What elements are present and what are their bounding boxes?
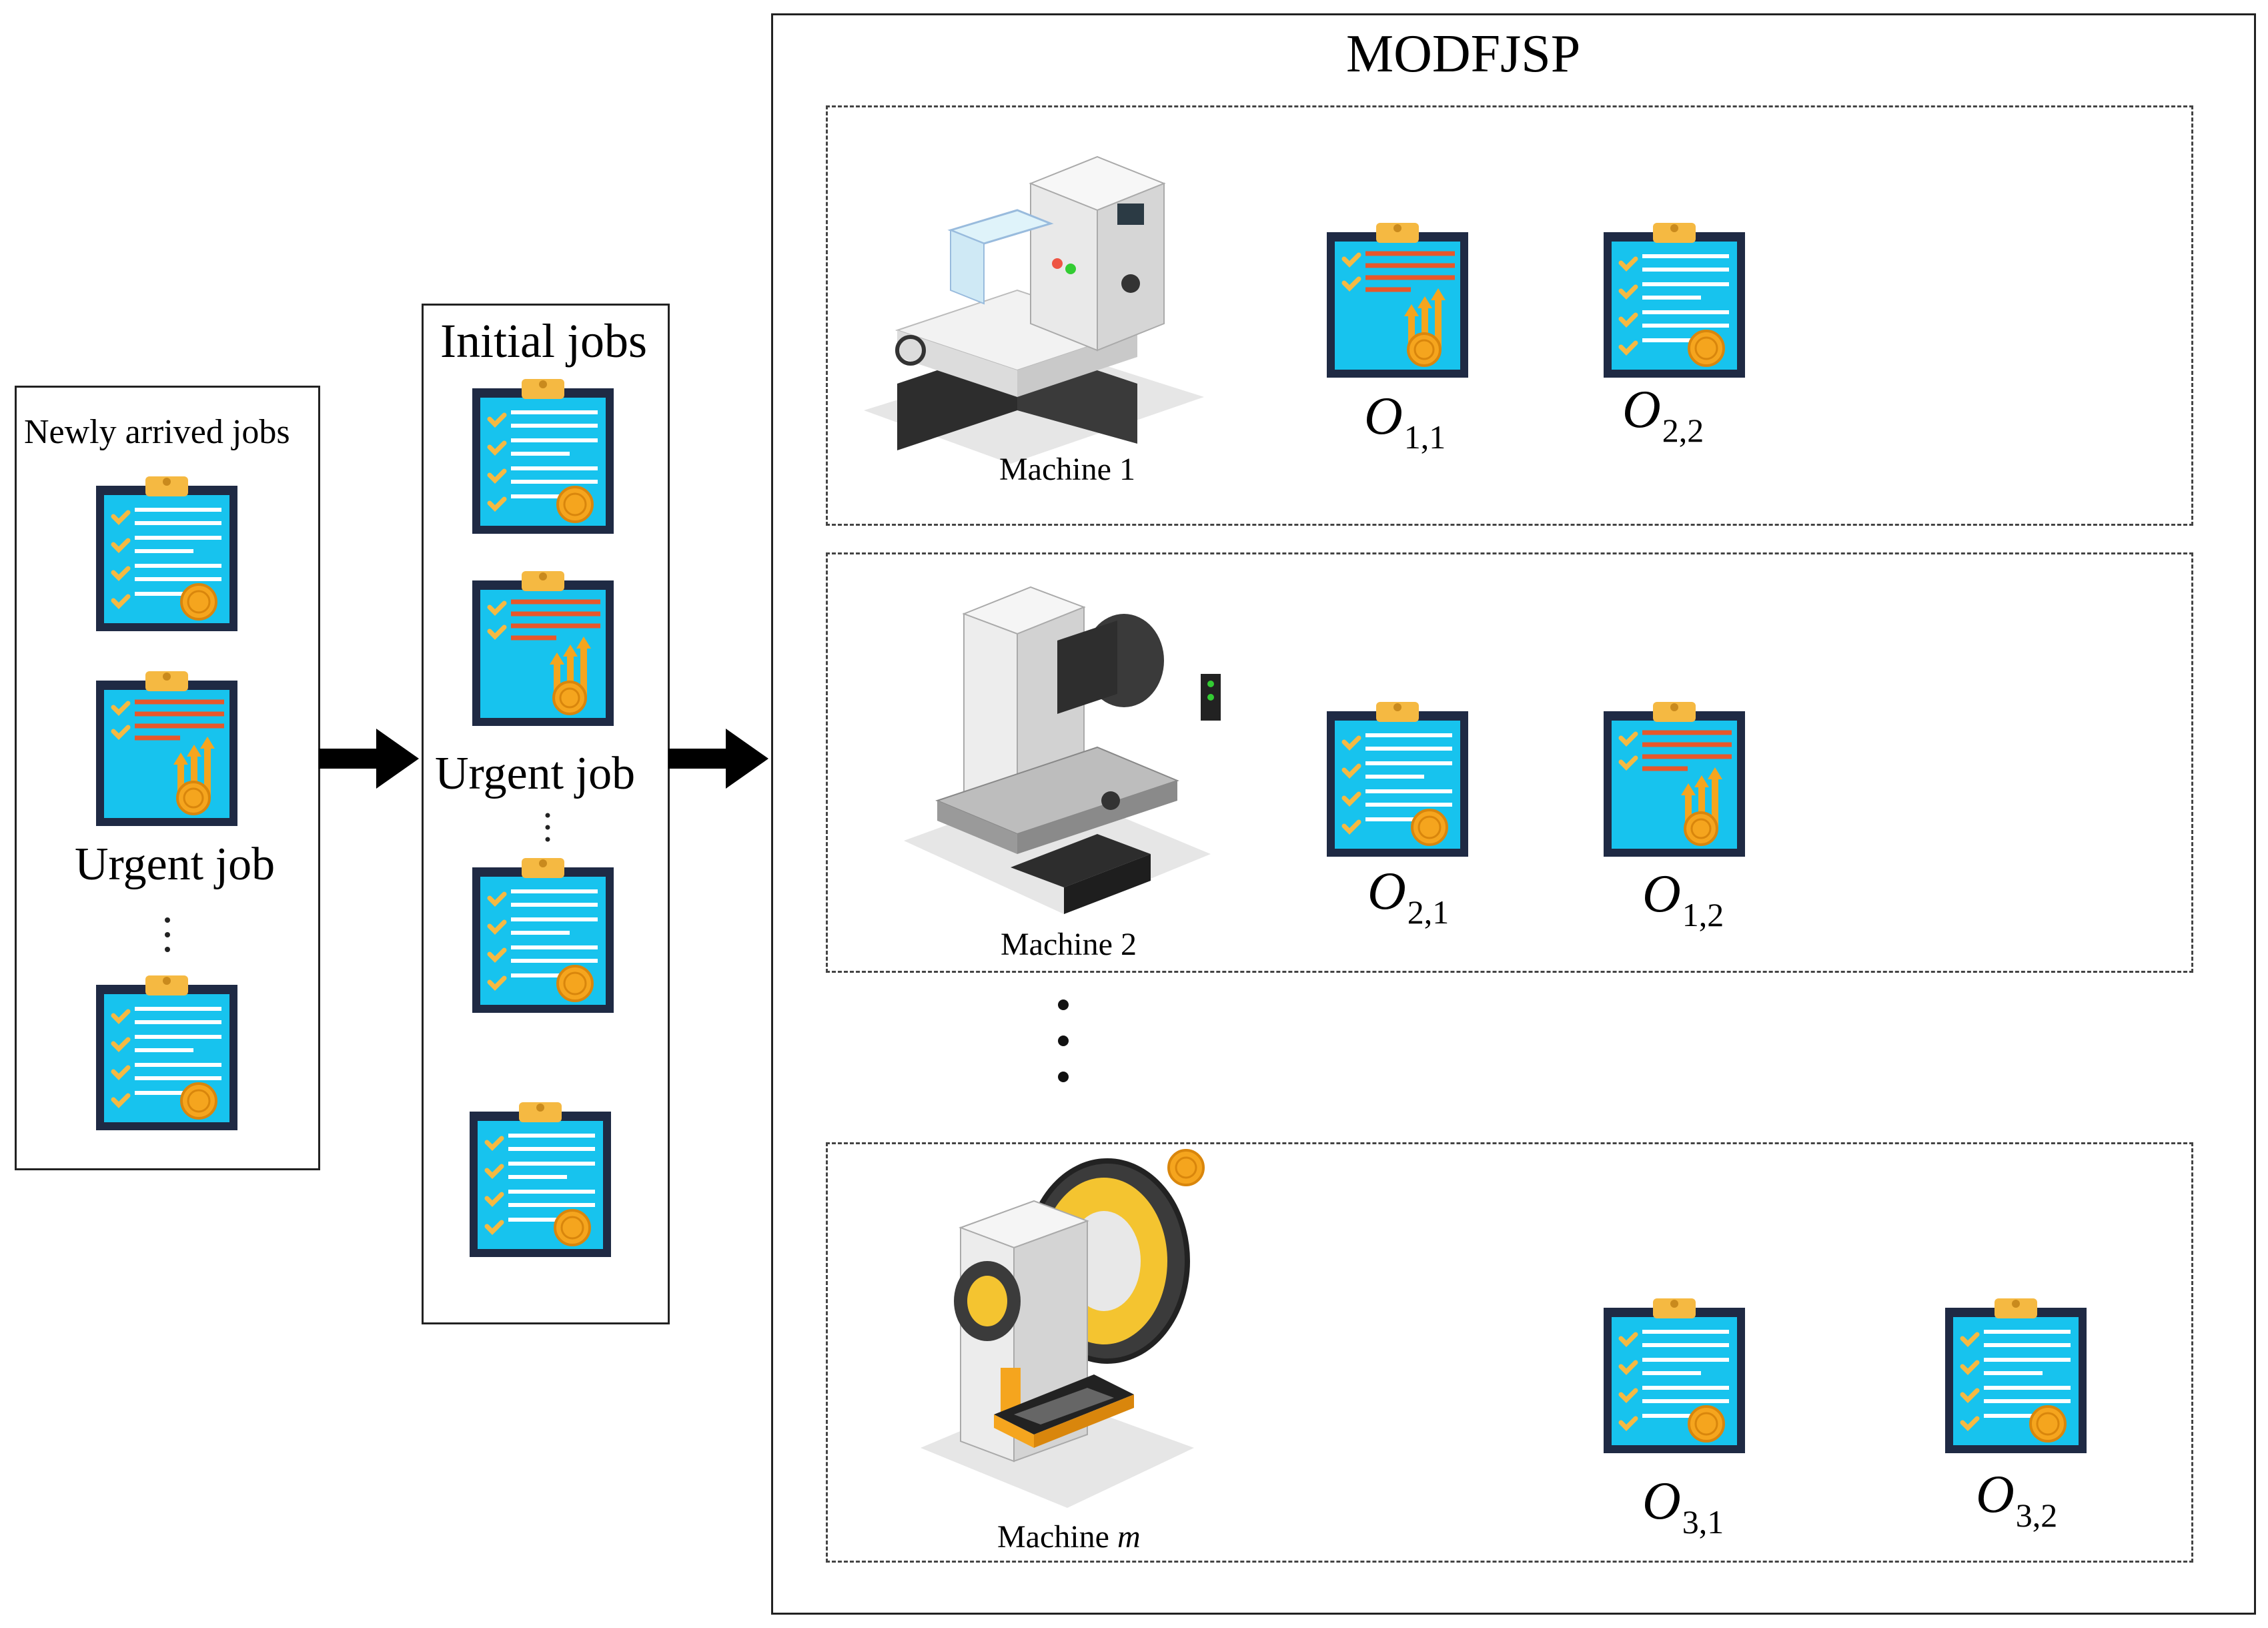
newly-arrived-urgent-label: Urgent job <box>75 839 275 890</box>
operation-o31-label: O3,1 <box>1642 1472 1724 1541</box>
normal-job-clipboard-icon <box>470 857 616 1015</box>
press-machine-icon <box>914 1148 1221 1521</box>
vertical-ellipsis <box>165 917 170 952</box>
vertical-ellipsis <box>545 813 550 842</box>
urgent-job-clipboard-icon <box>1601 701 1748 859</box>
machine-2-label: Machine 2 <box>1001 927 1137 962</box>
initial-jobs-heading: Initial jobs <box>440 314 647 368</box>
initial-urgent-label: Urgent job <box>435 748 636 799</box>
lathe-machine-icon <box>857 130 1231 477</box>
newly-arrived-heading: Newly arrived jobs <box>24 413 290 451</box>
operation-o12-label: O1,2 <box>1642 865 1724 933</box>
normal-job-clipboard-icon <box>1324 222 1471 380</box>
operation-o22-label: O2,2 <box>1622 380 1704 449</box>
machine-m-label: Machine m <box>997 1519 1141 1555</box>
normal-job-clipboard-icon <box>1601 1297 1748 1456</box>
machine-m-row <box>826 1142 2193 1563</box>
urgent-job-clipboard-icon <box>470 570 616 729</box>
machine-1-row <box>826 105 2193 526</box>
right-arrow-icon <box>319 729 419 789</box>
normal-job-clipboard-icon <box>93 475 240 634</box>
machine-2-row <box>826 552 2193 973</box>
normal-job-clipboard-icon <box>470 378 616 536</box>
operation-o32-label: O3,2 <box>1976 1465 2058 1534</box>
coin-icon <box>1167 1149 1205 1186</box>
vertical-ellipsis <box>1058 999 1069 1082</box>
urgent-job-clipboard-icon <box>93 670 240 829</box>
normal-job-clipboard-icon <box>467 1101 614 1260</box>
machine-1-label: Machine 1 <box>999 452 1135 487</box>
right-arrow-icon <box>668 729 768 789</box>
normal-job-clipboard-icon <box>1324 701 1471 859</box>
operation-o11-label: O1,1 <box>1364 387 1446 456</box>
operation-o21-label: O2,1 <box>1367 862 1450 931</box>
milling-machine-icon <box>897 560 1244 934</box>
modfjsp-title: MODFJSP <box>1346 25 1581 83</box>
normal-job-clipboard-icon <box>1601 222 1748 380</box>
normal-job-clipboard-icon <box>1942 1297 2089 1456</box>
normal-job-clipboard-icon <box>93 974 240 1133</box>
